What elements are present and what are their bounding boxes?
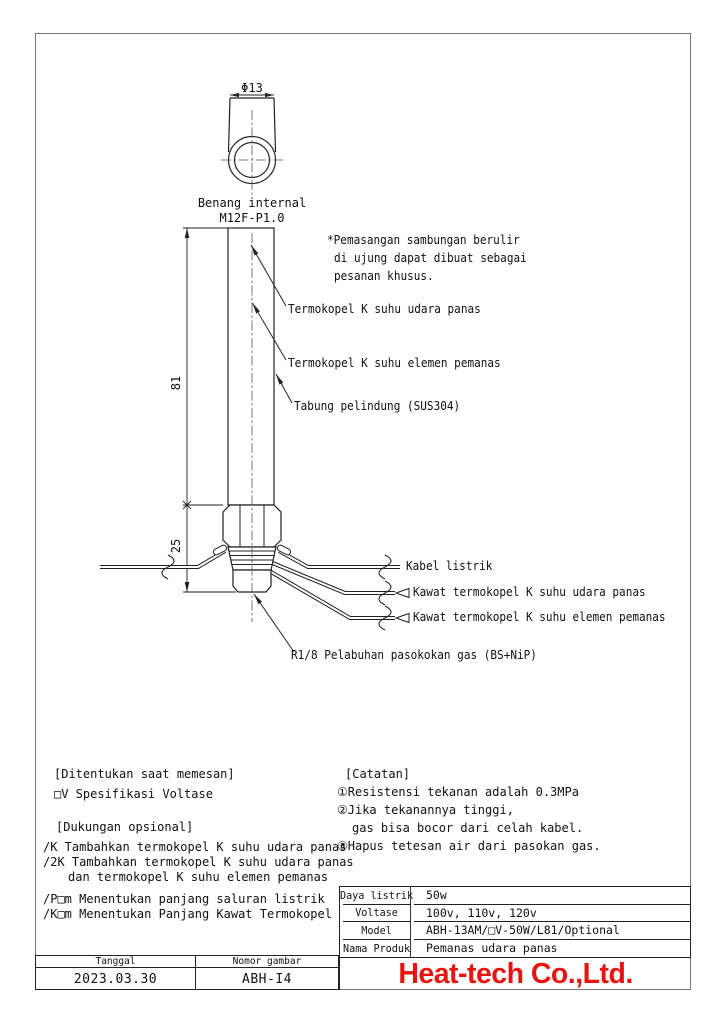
protection-tube-body	[227, 227, 275, 506]
custom-order-note-line3: pesanan khusus.	[334, 269, 434, 283]
dim-diameter-label: Φ13	[241, 81, 263, 95]
tc-wire-end	[394, 612, 410, 624]
option-item-2k: /2K Tambahkan termokopel K suhu udara pa…	[43, 855, 354, 869]
notes-header: [Catatan]	[345, 767, 411, 781]
cable-connector	[276, 544, 292, 556]
drawing-number-label: Nomor gambar	[232, 955, 302, 967]
label-tc-element: Termokopel K suhu elemen pemanas	[288, 356, 501, 370]
leader-protection-tube	[275, 373, 293, 404]
label-tc-air: Termokopel K suhu udara panas	[288, 302, 481, 316]
option-item-p: /P□m Menentukan panjang saluran listrik	[43, 892, 325, 906]
spec-row-voltage-value: 100v, 110v, 120v	[414, 905, 690, 922]
drawing-number-value: ABH-I4	[242, 971, 292, 987]
break-symbol	[378, 554, 392, 580]
spec-row-power-label: Daya listrik	[340, 887, 413, 905]
date-label: Tanggal	[36, 956, 196, 967]
dim-length-label: 81	[169, 375, 183, 391]
label-power-cable: Kabel listrik	[406, 559, 493, 573]
custom-order-note-line2: di ujung dapat dibuat sebagai	[334, 251, 527, 265]
label-tc-wire-element: Kawat termokopel K suhu elemen pemanas	[413, 610, 666, 624]
option-item-k: /K Tambahkan termokopel K suhu udara pan…	[43, 840, 347, 854]
options-header: [Dukungan opsional]	[56, 820, 194, 834]
leader-gas-port	[253, 593, 295, 653]
spec-row-power-value: 50w	[414, 887, 690, 905]
custom-order-note-line1: *Pemasangan sambungan berulir	[327, 233, 520, 247]
break-symbol	[378, 605, 392, 631]
sheet-border	[35, 33, 691, 990]
dim-fitting-label: 25	[169, 538, 183, 554]
cable-connector	[212, 544, 228, 556]
label-tc-wire-air: Kawat termokopel K suhu udara panas	[413, 585, 646, 599]
note-item-1: ①Resistensi tekanan adalah 0.3MPa	[337, 785, 579, 799]
leader-tc-air	[250, 244, 287, 307]
option-item-2k-cont: dan termokopel K suhu elemen pemanas	[68, 870, 329, 884]
note-item-2: ②Jika tekanannya tinggi,	[337, 803, 514, 817]
break-symbol	[378, 580, 392, 606]
company-logo: Heat-tech Co.,Ltd.	[398, 957, 633, 990]
label-gas-port: R1/8 Pelabuhan pasokokan gas (BS+NiP)	[291, 648, 537, 662]
break-symbol	[161, 554, 175, 580]
tc-wire-end	[394, 587, 410, 599]
thread-spec-label-line1: Benang internal	[197, 196, 307, 210]
gas-port-stud	[232, 569, 272, 593]
spec-table: Daya listrik 50w Voltase 100v, 110v, 120…	[339, 886, 691, 958]
ordering-header: [Ditentukan saat memesan]	[54, 767, 235, 781]
note-item-2-cont: gas bisa bocor dari celah kabel.	[352, 821, 584, 835]
logo-cell: Heat-tech Co.,Ltd.	[339, 958, 691, 990]
leader-tc-element	[252, 302, 287, 361]
spec-row-voltage-label: Voltase	[342, 904, 412, 922]
date-value: 2023.03.30	[36, 968, 196, 990]
option-item-kl: /K□m Menentukan Panjang Kawat Termokopel	[43, 907, 332, 921]
title-block: Tanggal Nomor gambar 2023.03.30 ABH-I4	[35, 955, 339, 990]
note-item-3: ③Hapus tetesan air dari pasokan gas.	[337, 839, 601, 853]
spec-row-product-label: Nama Produk	[343, 939, 412, 957]
thread-spec-label-line2: M12F-P1.0	[219, 211, 285, 225]
spec-row-model-value: ABH-13AM/□V-50W/L81/Optional	[414, 922, 690, 940]
ordering-item: □V Spesifikasi Voltase	[54, 787, 213, 801]
spec-row-model-label: Model	[342, 922, 412, 940]
label-protection-tube: Tabung pelindung (SUS304)	[294, 399, 461, 413]
spec-row-product-value: Pemanas udara panas	[426, 941, 558, 956]
